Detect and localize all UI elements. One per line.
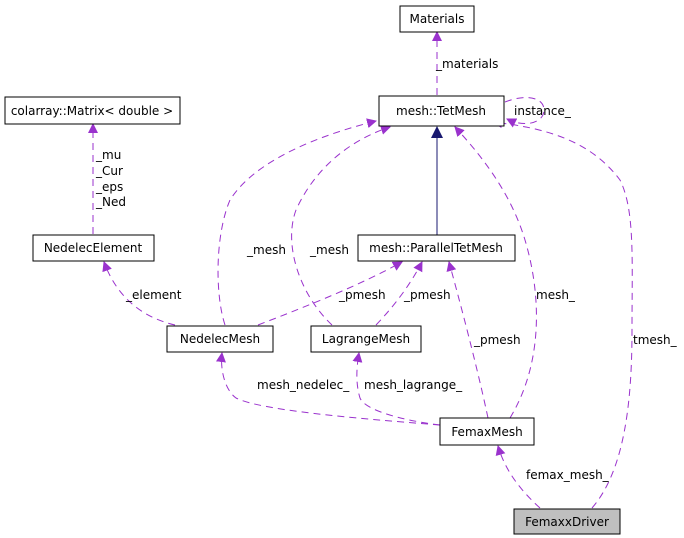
edge-femaxmesh-lagrangemesh (352, 352, 441, 426)
edge-femaxmesh-nedelecmesh (215, 352, 441, 426)
node-femaxxdriver-label: FemaxxDriver (525, 515, 609, 529)
label-tmesh: tmesh_ (633, 333, 678, 347)
label-cur: _Cur (95, 164, 123, 178)
node-femaxmesh[interactable]: FemaxMesh (439, 417, 535, 446)
label-pmesh-lagrange: _pmesh (403, 288, 451, 302)
edge-nedelecmesh-tetmesh (217, 118, 377, 326)
edge-tetmesh-instance (504, 97, 545, 128)
node-lagrangemesh-label: LagrangeMesh (322, 332, 410, 346)
label-ned: _Ned (95, 195, 126, 209)
label-element: _element (125, 288, 182, 302)
label-eps: _eps (95, 180, 123, 194)
node-nedelecmesh[interactable]: NedelecMesh (166, 325, 274, 353)
node-nedelecelement[interactable]: NedelecElement (32, 234, 155, 262)
edge-femaxmesh-tetmesh (454, 126, 537, 419)
edge-femaxxdriver-tetmesh (492, 118, 633, 509)
node-matrix-label: colarray::Matrix< double > (11, 104, 173, 118)
label-pmesh-nedelec: _pmesh (338, 288, 386, 302)
edge-nedelecmesh-nedelecelement (102, 261, 176, 326)
node-parallel-tetmesh-label: mesh::ParallelTetMesh (369, 241, 503, 255)
edge-lagrangemesh-tetmesh (291, 125, 391, 326)
node-femaxmesh-label: FemaxMesh (451, 425, 522, 439)
edge-labels: _materials instance_ _mu _Cur _eps _Ned … (95, 57, 678, 482)
edge-femaxxdriver-femaxmesh (495, 445, 541, 509)
label-instance: instance_ (514, 104, 572, 118)
node-matrix[interactable]: colarray::Matrix< double > (4, 96, 181, 125)
label-pmesh-femax: _pmesh (473, 333, 521, 347)
label-mesh-lagrange-side: _mesh (309, 243, 349, 257)
node-nedelecelement-label: NedelecElement (44, 241, 143, 255)
label-materials: _materials (435, 57, 498, 71)
node-parallel-tetmesh[interactable]: mesh::ParallelTetMesh (357, 234, 516, 262)
label-mesh-nedelec: mesh_nedelec_ (257, 378, 350, 392)
node-lagrangemesh[interactable]: LagrangeMesh (310, 325, 422, 353)
label-femax-mesh: femax_mesh_ (526, 468, 610, 482)
label-mesh-lagrange: mesh_lagrange_ (364, 378, 463, 392)
edge-lagrangemesh-parallel (375, 261, 423, 326)
label-mu: _mu (95, 148, 121, 162)
edge-femaxmesh-parallel (446, 261, 489, 419)
node-tetmesh[interactable]: mesh::TetMesh (378, 95, 505, 127)
node-materials[interactable]: Materials (399, 5, 475, 33)
node-nedelecmesh-label: NedelecMesh (180, 332, 260, 346)
label-mesh-nedelec-side: _mesh (246, 243, 286, 257)
node-femaxxdriver[interactable]: FemaxxDriver (513, 508, 621, 535)
node-tetmesh-label: mesh::TetMesh (396, 104, 486, 118)
node-materials-label: Materials (409, 12, 464, 26)
label-mesh-femax: mesh_ (536, 288, 576, 302)
edges (88, 31, 633, 509)
